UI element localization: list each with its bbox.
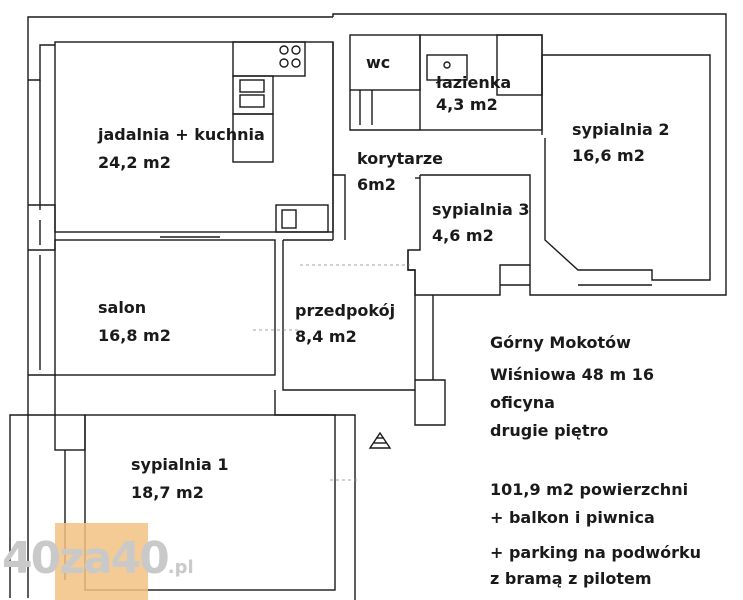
kitchen-area: 24,2 m2 bbox=[98, 153, 171, 172]
corridor-walls bbox=[332, 42, 346, 240]
bedroom2-area: 16,6 m2 bbox=[572, 146, 645, 165]
info-address: Wiśniowa 48 m 16 bbox=[490, 365, 655, 384]
info-parking: + parking na podwórku bbox=[490, 543, 702, 562]
info-building: oficyna bbox=[490, 393, 555, 412]
living-label: salon 16,8 m2 bbox=[98, 297, 171, 347]
info-parking-gate: z bramą z pilotem bbox=[490, 569, 652, 588]
bedroom3-walls bbox=[407, 174, 531, 296]
watermark-main: 40za40 bbox=[2, 533, 170, 584]
bedroom3-name: sypialnia 3 bbox=[432, 200, 530, 219]
bedroom1-area: 18,7 m2 bbox=[131, 483, 204, 502]
bedroom2-name: sypialnia 2 bbox=[572, 120, 670, 139]
wc-name: wc bbox=[366, 53, 391, 72]
hall-area: 8,4 m2 bbox=[295, 327, 357, 346]
watermark-box bbox=[55, 523, 148, 600]
bedroom2-label: sypialnia 2 16,6 m2 bbox=[572, 119, 670, 167]
wc-label: wc bbox=[366, 52, 390, 74]
bathroom-area: 4,3 m2 bbox=[436, 95, 498, 114]
living-name: salon bbox=[98, 298, 147, 317]
bedroom1-label: sypialnia 1 18,7 m2 bbox=[131, 454, 229, 504]
kitchen-name: jadalnia + kuchnia bbox=[98, 125, 265, 144]
watermark-logo: 40za40.pl bbox=[0, 523, 194, 600]
hall-label: przedpokój 8,4 m2 bbox=[295, 300, 395, 348]
corridors-label: korytarze 6m2 bbox=[357, 148, 443, 196]
corridors-name: korytarze bbox=[357, 149, 444, 168]
hall-walls bbox=[274, 239, 446, 600]
living-room-walls bbox=[28, 239, 276, 416]
living-area: 16,8 m2 bbox=[98, 326, 171, 345]
bedroom1-name: sypialnia 1 bbox=[131, 455, 229, 474]
info-extras: + balkon i piwnica bbox=[490, 508, 655, 527]
info-area: 101,9 m2 powierzchni bbox=[490, 480, 689, 499]
bedroom3-label: sypialnia 3 4,6 m2 bbox=[432, 199, 530, 247]
bathroom-label: łazienka 4,3 m2 bbox=[436, 72, 511, 116]
bathroom-name: łazienka bbox=[436, 73, 512, 92]
watermark-text: 40za40.pl bbox=[2, 533, 194, 584]
bedroom2-walls bbox=[500, 54, 711, 296]
info-floor: drugie piętro bbox=[490, 421, 609, 440]
watermark-suffix: .pl bbox=[167, 557, 194, 578]
stairs-icon bbox=[368, 431, 392, 449]
corridors-area: 6m2 bbox=[357, 175, 396, 194]
info-district: Górny Mokotów bbox=[490, 333, 631, 352]
kitchen-label: jadalnia + kuchnia 24,2 m2 bbox=[98, 124, 265, 174]
hall-name: przedpokój bbox=[295, 301, 396, 320]
outer-walls bbox=[27, 13, 727, 598]
bedroom3-area: 4,6 m2 bbox=[432, 226, 494, 245]
